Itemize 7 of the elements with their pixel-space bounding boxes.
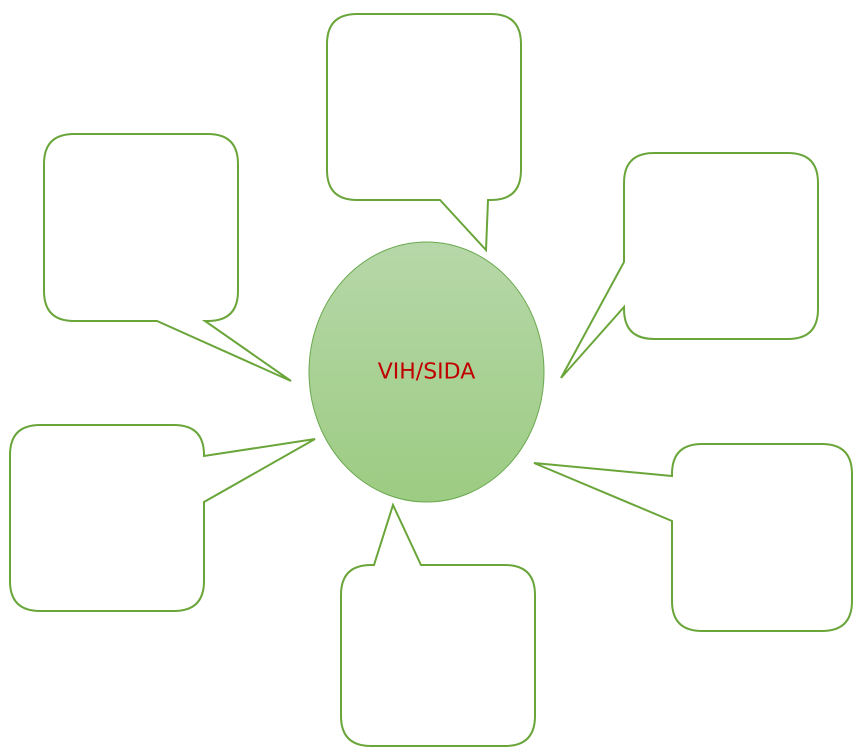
speech-bubble bbox=[560, 152, 819, 379]
speech-bubble bbox=[43, 133, 292, 382]
speech-bubble bbox=[340, 504, 536, 747]
topic-label: VIH/SIDA bbox=[376, 360, 476, 384]
speech-bubble bbox=[326, 13, 522, 251]
speech-bubble bbox=[9, 424, 316, 612]
speech-bubble bbox=[533, 443, 853, 632]
